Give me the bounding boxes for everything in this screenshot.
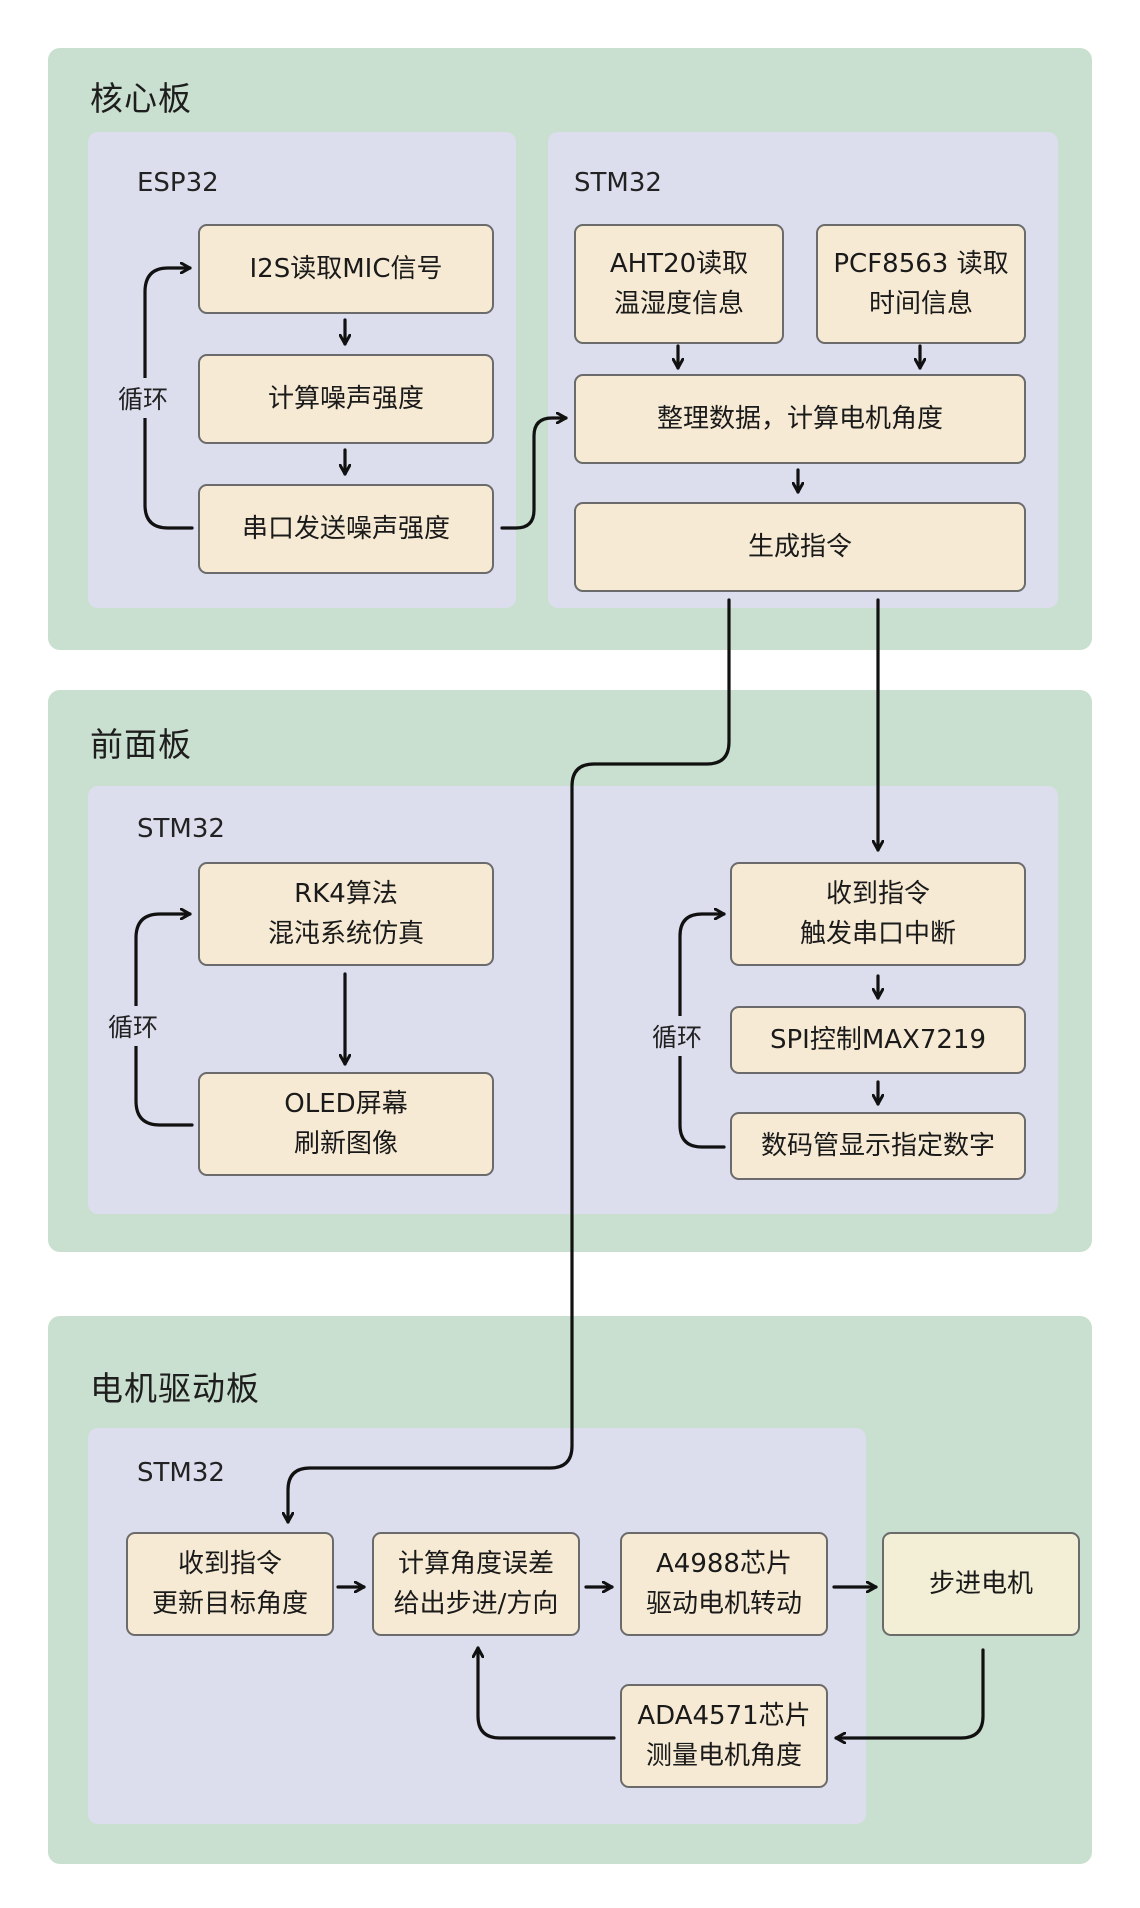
node-angle-error: 计算角度误差 给出步进/方向	[372, 1532, 580, 1636]
esp32-title: ESP32	[137, 168, 219, 198]
node-oled-refresh: OLED屏幕 刷新图像	[198, 1072, 494, 1176]
arrow-ada4571-to-error	[478, 1646, 616, 1740]
node-label: 整理数据，计算电机角度	[656, 404, 943, 434]
node-label-line2: 刷新图像	[293, 1129, 398, 1159]
node-process-data: 整理数据，计算电机角度	[574, 374, 1026, 464]
node-label: 计算噪声强度	[267, 384, 424, 414]
node-label-line2: 时间信息	[868, 289, 973, 319]
front-right-loop-label: 循环	[652, 1016, 703, 1056]
node-spi-max7219: SPI控制MAX7219	[730, 1006, 1026, 1074]
arrow-command-to-motor-receive	[288, 598, 731, 1524]
node-generate-command: 生成指令	[574, 502, 1026, 592]
node-motor-receive: 收到指令 更新目标角度	[126, 1532, 334, 1636]
node-label-line2: 触发串口中断	[799, 919, 956, 949]
esp32-loop-label: 循环	[118, 378, 169, 418]
node-segment-display: 数码管显示指定数字	[730, 1112, 1026, 1180]
node-a4988: A4988芯片 驱动电机转动	[620, 1532, 828, 1636]
node-i2s-read-mic: I2S读取MIC信号	[198, 224, 494, 314]
node-label-line1: PCF8563 读取	[833, 249, 1009, 279]
node-label-line1: AHT20读取	[609, 249, 749, 279]
motor-board-title: 电机驱动板	[90, 1369, 260, 1408]
node-label-line2: 测量电机角度	[645, 1741, 802, 1771]
node-stepper-motor: 步进电机	[882, 1532, 1080, 1636]
node-label-line2: 温湿度信息	[613, 289, 744, 319]
core-board-title: 核心板	[90, 79, 192, 118]
front-board-title: 前面板	[90, 725, 192, 764]
node-label-line2: 给出步进/方向	[393, 1589, 559, 1619]
node-label: 串口发送噪声强度	[241, 514, 450, 544]
node-uart-send-noise: 串口发送噪声强度	[198, 484, 494, 574]
front-left-loop-label: 循环	[108, 1006, 159, 1046]
node-label-line1: 收到指令	[177, 1549, 282, 1579]
node-rk4-chaos: RK4算法 混沌系统仿真	[198, 862, 494, 966]
node-aht20: AHT20读取 温湿度信息	[574, 224, 784, 344]
node-label-line2: 混沌系统仿真	[267, 919, 424, 949]
node-label: SPI控制MAX7219	[769, 1025, 987, 1055]
node-label-line1: OLED屏幕	[284, 1089, 408, 1119]
motor-stm32-title: STM32	[137, 1458, 225, 1488]
node-label-line1: RK4算法	[294, 879, 398, 909]
node-label-line1: 计算角度误差	[397, 1549, 554, 1579]
node-label: 数码管显示指定数字	[760, 1131, 995, 1161]
node-pcf8563: PCF8563 读取 时间信息	[816, 224, 1026, 344]
node-ada4571: ADA4571芯片 测量电机角度	[620, 1684, 828, 1788]
node-label-line1: ADA4571芯片	[637, 1701, 811, 1731]
arrow-uart-to-core-stm32	[500, 418, 568, 530]
node-label-line2: 驱动电机转动	[645, 1589, 802, 1619]
node-front-receive: 收到指令 触发串口中断	[730, 862, 1026, 966]
arrow-motor-to-ada4571	[834, 1648, 985, 1738]
core-stm32-title: STM32	[574, 168, 662, 198]
node-label-line1: A4988芯片	[656, 1549, 792, 1579]
front-stm32-title: STM32	[137, 814, 225, 844]
node-label: 生成指令	[747, 532, 852, 562]
node-label-line2: 更新目标角度	[151, 1589, 308, 1619]
node-label: I2S读取MIC信号	[249, 254, 443, 284]
node-compute-noise: 计算噪声强度	[198, 354, 494, 444]
node-label-line1: 收到指令	[825, 879, 930, 909]
node-label: 步进电机	[928, 1569, 1033, 1599]
